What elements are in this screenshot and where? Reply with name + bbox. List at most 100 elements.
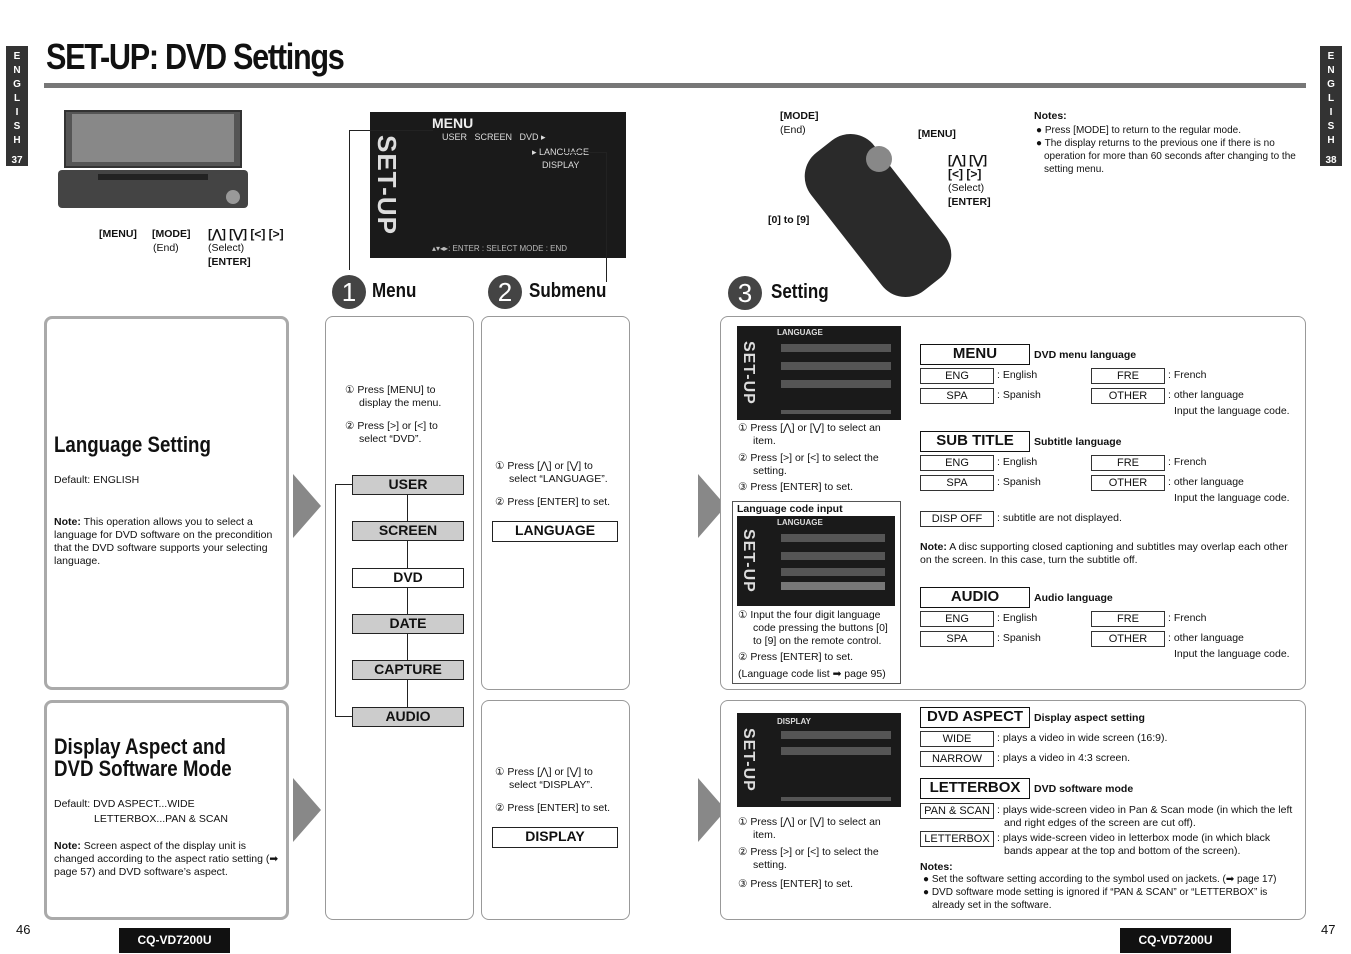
option-desc: : plays a video in wide screen (16:9). (997, 732, 1168, 744)
remote-digits-label: [0] to [9] (768, 214, 810, 226)
model-badge-left: CQ-VD7200U (119, 928, 230, 953)
option-spa[interactable]: SPA (920, 388, 994, 404)
language-setting-panel (44, 316, 289, 690)
note-text: This operation allows you to select a la… (54, 516, 273, 567)
note-label: Note: (54, 516, 81, 528)
setting-lang-step-2: ② Press [>] or [<] to select the setting… (738, 452, 879, 477)
submenu-disp-step-1: ① Press [⋀] or [⋁] to select “DISPLAY”. (495, 766, 593, 791)
callout-line (349, 130, 433, 131)
step-number: 3 (728, 276, 762, 310)
display-aspect-panel (44, 700, 289, 920)
title-rule (44, 83, 1306, 88)
setting-lang-step-1: ① Press [⋀] or [⋁] to select an item. (738, 422, 881, 447)
unit-select-label: (Select) (208, 242, 245, 254)
language-code-title: Language code input (737, 503, 843, 515)
menu-item-user[interactable]: USER (352, 475, 464, 495)
menu-language-header: MENU (920, 344, 1030, 365)
step-number: 1 (332, 275, 366, 309)
option-eng[interactable]: ENG (920, 611, 994, 627)
display-screen: SET-UP DISPLAY (737, 713, 901, 807)
submenu-language-panel (481, 316, 630, 690)
tab-page-number: 37 (11, 155, 23, 166)
option-disp-off[interactable]: DISP OFF (920, 511, 994, 527)
notes-title: Notes: (1034, 110, 1067, 122)
dvd-aspect-desc: Display aspect setting (1034, 712, 1145, 724)
submenu-display-box[interactable]: DISPLAY (492, 827, 618, 848)
display-aspect-title: Display Aspect and DVD Software Mode (54, 734, 232, 781)
option-extra: Input the language code. (1174, 492, 1290, 504)
step-heading-setting: Setting (771, 281, 829, 303)
letterbox-desc: DVD software mode (1034, 783, 1134, 795)
display-default-2: LETTERBOX...PAN & SCAN (94, 813, 229, 825)
menu-item-capture[interactable]: CAPTURE (352, 660, 464, 680)
remote-arrows1: [⋀] [⋁] (948, 153, 988, 167)
setting-lang-step-3: ③ Press [ENTER] to set. (738, 481, 854, 493)
remote-mode-label: [MODE] (780, 110, 819, 122)
option-other[interactable]: OTHER (1091, 631, 1165, 647)
flow-arrow (293, 474, 321, 538)
menu-step-2: ② Press [>] or [<] to select “DVD”. (345, 420, 438, 445)
option-desc: : English (997, 612, 1038, 624)
option-eng[interactable]: ENG (920, 368, 994, 384)
unit-mode-label: [MODE] (152, 228, 191, 240)
model-badge-right: CQ-VD7200U (1120, 928, 1231, 953)
submenu-language-box[interactable]: LANGUAGE (492, 521, 618, 542)
note-label: Note: (920, 541, 947, 553)
menu-item-audio[interactable]: AUDIO (352, 707, 464, 727)
callout-line (606, 152, 607, 282)
option-spa[interactable]: SPA (920, 475, 994, 491)
option-fre[interactable]: FRE (1091, 368, 1165, 384)
setup-brand: SET-UP (740, 341, 757, 405)
option-spa[interactable]: SPA (920, 631, 994, 647)
menu-screen-footer: ▴▾◂▸: ENTER : SELECT MODE : END (432, 244, 568, 253)
note-text: Screen aspect of the display unit is cha… (54, 840, 279, 878)
note-item: ● Press [MODE] to return to the regular … (1036, 125, 1242, 136)
subtitle-language-header: SUB TITLE (920, 431, 1030, 452)
language-code-step-1: ① Input the four digit language code pre… (738, 609, 888, 647)
option-eng[interactable]: ENG (920, 455, 994, 471)
dvd-aspect-header: DVD ASPECT (920, 707, 1030, 728)
step-heading-submenu: Submenu (529, 280, 607, 302)
notes-top: Notes: ● Press [MODE] to return to the r… (1034, 110, 1304, 176)
audio-language-header: AUDIO (920, 587, 1030, 608)
display-default-1: Default: DVD ASPECT...WIDE (54, 798, 195, 810)
note-text: Press [MODE] to return to the regular mo… (1044, 125, 1242, 136)
language-code-input-box (732, 501, 901, 684)
setup-brand: SET-UP (372, 135, 402, 235)
option-wide[interactable]: WIDE (920, 731, 994, 747)
menu-item-screen[interactable]: SCREEN (352, 521, 464, 541)
language-setting-title: Language Setting (54, 432, 211, 457)
remote-select-label: (Select) (948, 182, 985, 194)
option-narrow[interactable]: NARROW (920, 751, 994, 767)
option-letterbox[interactable]: LETTERBOX (920, 831, 994, 847)
language-code-ref: (Language code list ➡ page 95) (738, 668, 886, 680)
option-desc: : French (1168, 612, 1207, 624)
option-pan-scan[interactable]: PAN & SCAN (920, 803, 994, 819)
menu-item-dvd[interactable]: DVD (352, 568, 464, 588)
option-other[interactable]: OTHER (1091, 475, 1165, 491)
option-desc: : French (1168, 369, 1207, 381)
option-fre[interactable]: FRE (1091, 455, 1165, 471)
submenu-lang-step-1: ① Press [⋀] or [⋁] to select “LANGUAGE”. (495, 460, 608, 485)
unit-end-label: (End) (153, 242, 179, 254)
option-extra: Input the language code. (1174, 405, 1290, 417)
language-tab-right: E N G L I S H 38 (1320, 46, 1342, 166)
page-number-right: 47 (1321, 922, 1336, 937)
menu-item-date[interactable]: DATE (352, 614, 464, 634)
submenu-display-panel (481, 700, 630, 920)
remote-illustration (792, 118, 968, 310)
menu-screen: SET-UP MENU USER SCREEN DVD ▸ ▸ LANGUAGE… (370, 112, 626, 258)
setup-brand: SET-UP (740, 728, 757, 792)
option-other[interactable]: OTHER (1091, 388, 1165, 404)
menu-screen-sub2: DISPLAY (542, 160, 580, 170)
callout-line (560, 152, 606, 153)
head-unit-illustration (58, 110, 248, 210)
tab-letters: E N G L I S H (13, 51, 21, 146)
unit-menu-label: [MENU] (99, 228, 137, 240)
note-item: ● The display returns to the previous on… (1036, 138, 1296, 175)
screen-title: LANGUAGE (777, 328, 823, 337)
display-note-1: ● Set the software setting according to … (923, 874, 1277, 885)
tab-letters: E N G L I S H (1327, 51, 1335, 146)
remote-arrows2: [<] [>] (948, 167, 982, 181)
option-fre[interactable]: FRE (1091, 611, 1165, 627)
